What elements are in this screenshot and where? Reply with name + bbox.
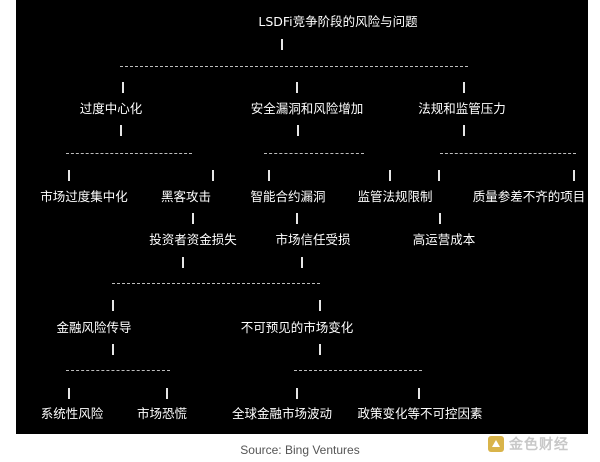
node-risk: 监管法规限制 [357, 189, 433, 204]
node-category: 安全漏洞和风险增加 [250, 101, 364, 116]
node-risk: 市场过度集中化 [40, 189, 128, 204]
connector [319, 300, 321, 311]
connector [301, 257, 303, 268]
connector [182, 257, 184, 268]
connector [389, 170, 391, 181]
connector [297, 125, 299, 136]
connector [296, 213, 298, 224]
connector [463, 82, 465, 93]
node-risk: 质量参差不齐的项目 [472, 189, 586, 204]
connector [212, 170, 214, 181]
connector [112, 344, 114, 355]
node-outcome: 全球金融市场波动 [231, 406, 333, 421]
connector [463, 125, 465, 136]
dashed-connector [264, 153, 364, 154]
source-caption: Source: Bing Ventures [240, 443, 360, 457]
node-risk: 黑客攻击 [160, 189, 212, 204]
connector [573, 170, 575, 181]
connector [192, 213, 194, 224]
connector [68, 388, 70, 399]
connector [319, 344, 321, 355]
dashed-connector [112, 283, 320, 284]
node-category: 法规和监管压力 [418, 101, 506, 116]
logo-mark-icon [488, 436, 504, 452]
connector [418, 388, 420, 399]
connector [120, 125, 122, 136]
connector [439, 213, 441, 224]
node-consequence: 市场信任受损 [275, 232, 351, 247]
node-risk: 智能合约漏洞 [250, 189, 326, 204]
watermark-text: 金色财经 [509, 437, 569, 453]
connector [112, 300, 114, 311]
watermark: 金色财经 [487, 434, 569, 454]
dashed-connector [120, 66, 468, 67]
dashed-connector [66, 153, 192, 154]
node-outcome: 市场恐慌 [136, 406, 188, 421]
diagram-title: LSDFi竞争阶段的风险与问题 [258, 14, 418, 29]
dashed-connector [294, 370, 422, 371]
connector [296, 388, 298, 399]
connector [438, 170, 440, 181]
node-consequence: 高运营成本 [412, 232, 476, 247]
connector [166, 388, 168, 399]
node-impact: 金融风险传导 [56, 320, 132, 335]
dashed-connector [66, 370, 170, 371]
connector [268, 170, 270, 181]
dashed-connector [440, 153, 576, 154]
connector [281, 39, 283, 50]
node-consequence: 投资者资金损失 [149, 232, 237, 247]
connector [68, 170, 70, 181]
node-outcome: 政策变化等不可控因素 [357, 406, 483, 421]
diagram-panel: LSDFi竞争阶段的风险与问题 过度中心化 安全漏洞和风险增加 法规和监管压力 … [16, 0, 588, 434]
node-category: 过度中心化 [79, 101, 143, 116]
connector [122, 82, 124, 93]
node-outcome: 系统性风险 [40, 406, 104, 421]
connector [296, 82, 298, 93]
node-impact: 不可预见的市场变化 [240, 320, 354, 335]
